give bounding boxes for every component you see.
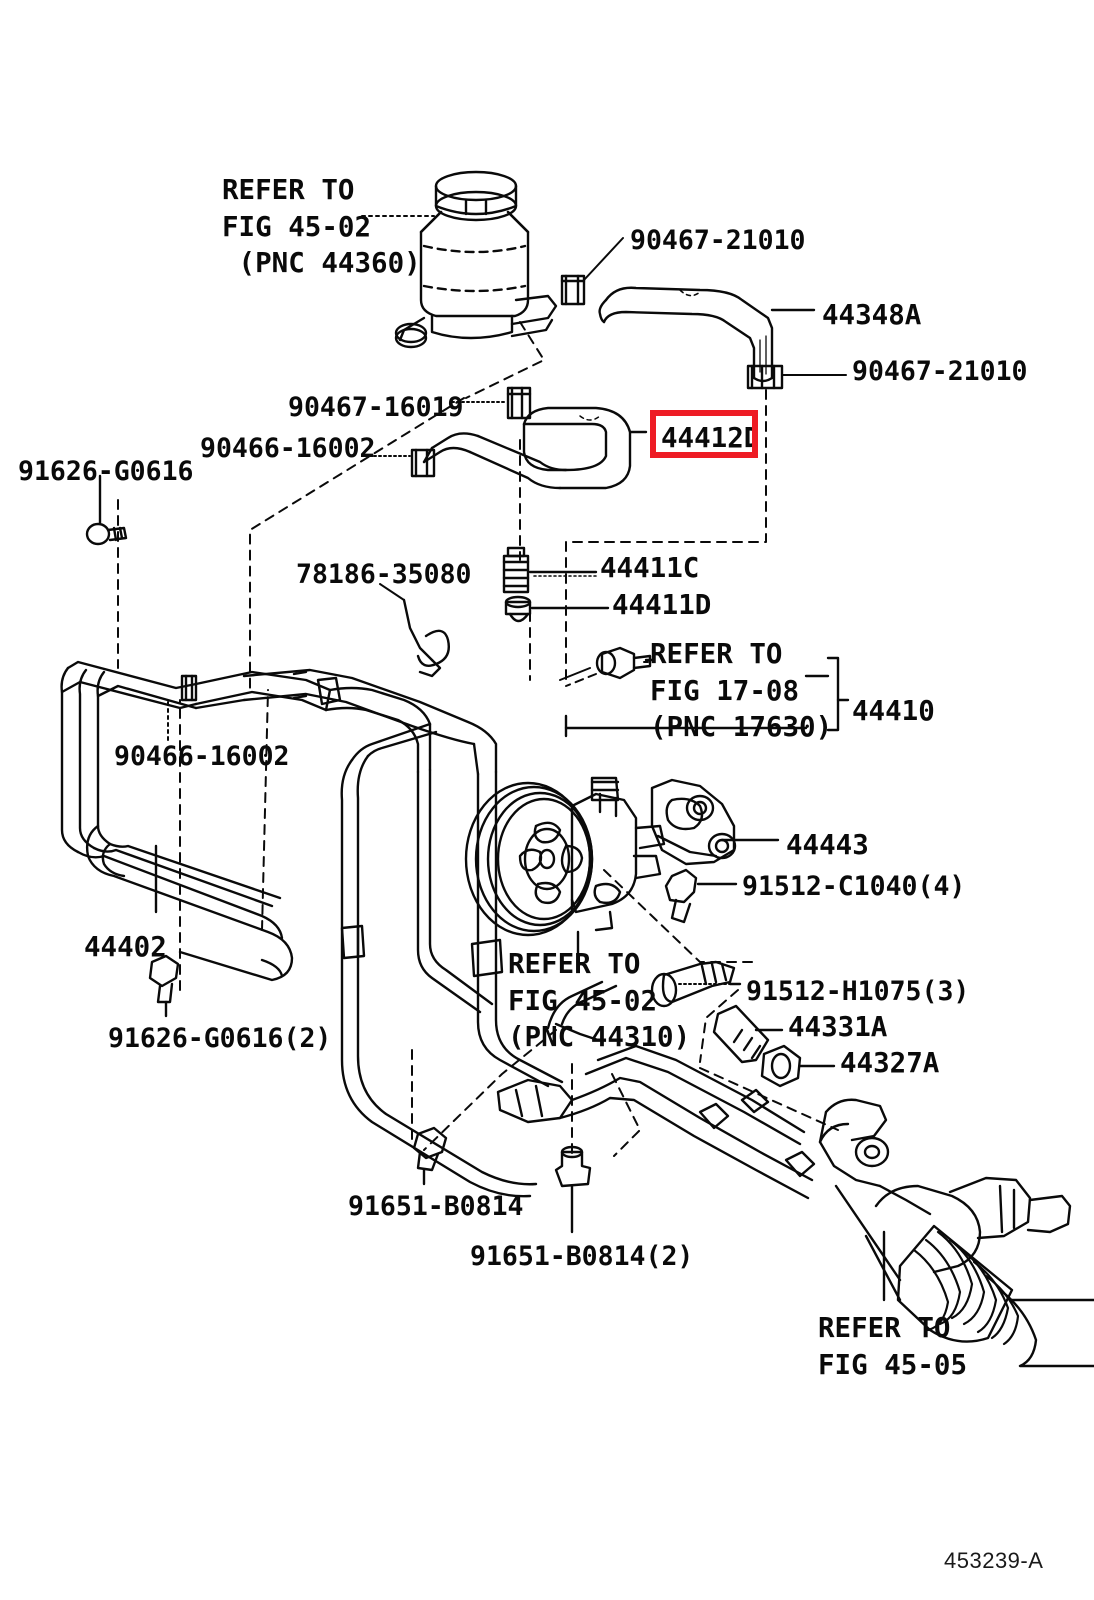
label-bolt-91512-h1075: 91512-H1075(3) (746, 976, 970, 1007)
label-hose-44348a: 44348A (822, 299, 922, 331)
hose-44412d (422, 406, 632, 490)
label-bolt-44331a: 44331A (788, 1011, 888, 1043)
label-gasket-44327a: 44327A (840, 1047, 940, 1079)
label-clamp-90467-21010-right: 90467-21010 (852, 356, 1028, 387)
label-clamp-90467-21010-top: 90467-21010 (630, 225, 806, 256)
bolt-91626-g0616 (85, 522, 128, 546)
hose-44348a (598, 286, 774, 383)
union-44411c (502, 546, 530, 594)
label-refer-fig-45-05: REFER TO FIG 45-05 (818, 1312, 968, 1381)
figure-id: 453239-A (944, 1548, 1044, 1573)
label-assy-44410: 44410 (852, 695, 935, 727)
assembly-dashed-lines (117, 321, 839, 1159)
highlighted-part-callout-44412d: 44412D (650, 410, 758, 458)
bolt-91512-c1040 (664, 868, 698, 924)
bolt-91512-h1075 (650, 960, 736, 1008)
label-cooler-44402: 44402 (84, 931, 167, 963)
label-refer-fig-45-02-44310: REFER TO FIG 45-02 (PNC 44310) (508, 948, 691, 1054)
label-clamp-90466-16002-left: 90466-16002 (114, 741, 290, 772)
steering-gear-45-05 (818, 1098, 1094, 1368)
label-bolt-91626-g0616: 91626-G0616 (18, 456, 194, 487)
bolt-44331a (712, 1004, 770, 1064)
clip-78186-35080 (402, 598, 450, 678)
label-bolt-91512-c1040: 91512-C1040(4) (742, 871, 966, 902)
label-clamp-90466-16002-top: 90466-16002 (200, 433, 376, 464)
bolt-91651-b0814-2 (554, 1145, 592, 1188)
label-union-44411c: 44411C (600, 552, 700, 584)
bolt-91651-b0814 (412, 1126, 448, 1172)
label-bracket-44443: 44443 (786, 829, 869, 861)
label-clamp-90467-16019: 90467-16019 (288, 392, 464, 423)
oil-cooler-44402 (60, 660, 494, 1014)
bolt-91626-g0616-2 (148, 954, 180, 1004)
label-refer-fig-45-02-44360: REFER TO FIG 45-02 (PNC 44360) (222, 174, 421, 280)
gasket-44327a (760, 1044, 802, 1088)
ps-lines-to-rack (242, 668, 816, 1200)
seal-44411d (504, 595, 532, 623)
label-bolt-91651-b0814: 91651-B0814 (348, 1191, 524, 1222)
label-clip-78186-35080: 78186-35080 (296, 559, 472, 590)
clamp-90467-21010-upper (560, 274, 586, 306)
reservoir-44360 (394, 170, 558, 349)
clamp-90467-16019 (506, 386, 532, 420)
label-seal-44411d: 44411D (612, 589, 712, 621)
ps-pump-44310 (464, 776, 666, 937)
label-refer-fig-17-08-17630: REFER TO FIG 17-08 (PNC 17630) (650, 638, 833, 744)
clamp-90467-21010-lower (746, 364, 784, 390)
clamp-90466-16002-upper (410, 448, 436, 478)
bracket-44443 (650, 778, 737, 866)
label-bolt-91651-b0814-2: 91651-B0814(2) (470, 1241, 694, 1272)
pressure-switch-17630 (595, 646, 652, 680)
highlighted-part-label: 44412D (661, 422, 758, 454)
label-bolt-91626-g0616-2: 91626-G0616(2) (108, 1023, 332, 1054)
